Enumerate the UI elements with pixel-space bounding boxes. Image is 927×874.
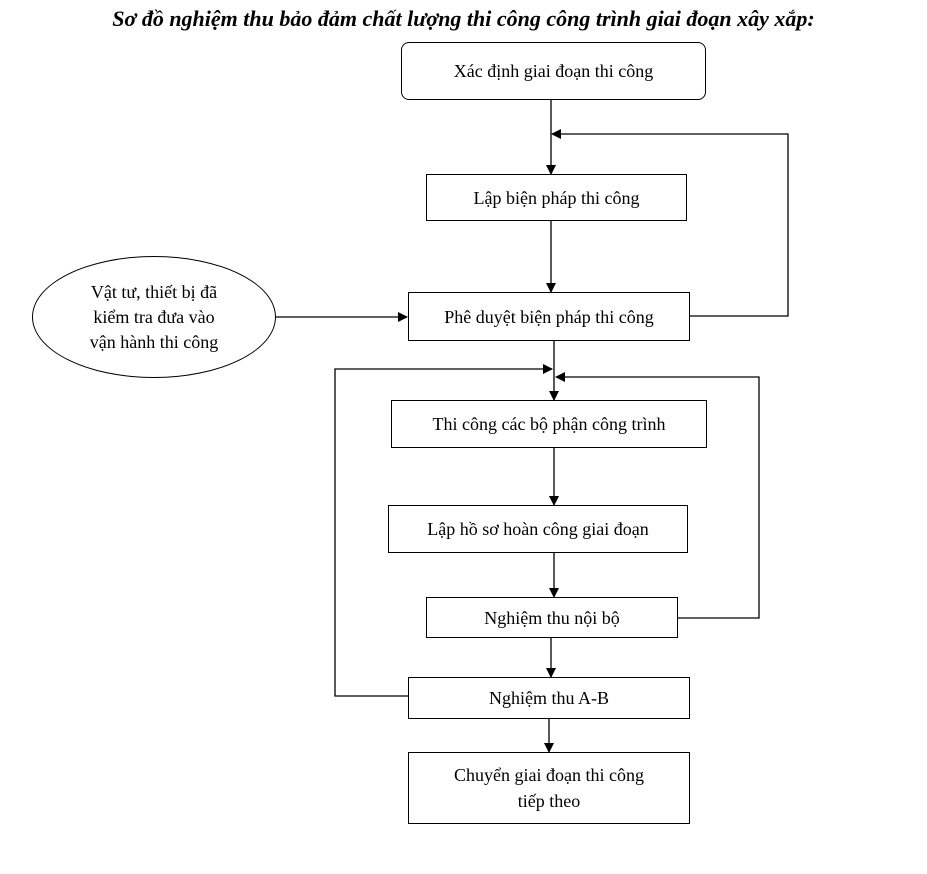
node-define-stage: Xác định giai đoạn thi công xyxy=(401,42,706,100)
node-plan-method: Lập biện pháp thi công xyxy=(426,174,687,221)
node-internal-acceptance: Nghiệm thu nội bộ xyxy=(426,597,678,638)
node-next-stage-label: Chuyển giai đoạn thi công tiếp theo xyxy=(454,765,644,811)
node-materials-ready: Vật tư, thiết bị đã kiểm tra đưa vào vận… xyxy=(32,256,276,378)
node-completion-records-label: Lập hồ sơ hoàn công giai đoạn xyxy=(427,519,649,539)
loop-ab-to-construct xyxy=(334,364,553,697)
node-construct-parts: Thi công các bộ phận công trình xyxy=(391,400,707,448)
node-internal-acceptance-label: Nghiệm thu nội bộ xyxy=(484,607,620,628)
node-ab-acceptance: Nghiệm thu A-B xyxy=(408,677,690,719)
node-completion-records: Lập hồ sơ hoàn công giai đoạn xyxy=(388,505,688,553)
node-approve-method-label: Phê duyệt biện pháp thi công xyxy=(444,306,654,327)
node-plan-method-label: Lập biện pháp thi công xyxy=(473,187,640,208)
loop-approve-to-plan xyxy=(551,129,789,317)
diagram-title: Sơ đồ nghiệm thu bảo đảm chất lượng thi … xyxy=(112,6,815,31)
node-approve-method: Phê duyệt biện pháp thi công xyxy=(408,292,690,341)
node-construct-parts-label: Thi công các bộ phận công trình xyxy=(432,414,666,434)
node-next-stage: Chuyển giai đoạn thi công tiếp theo xyxy=(408,752,690,824)
node-ab-acceptance-label: Nghiệm thu A-B xyxy=(489,688,609,708)
node-materials-ready-label: Vật tư, thiết bị đã kiểm tra đưa vào vận… xyxy=(89,281,219,352)
loop-internal-to-construct xyxy=(555,372,760,619)
node-define-stage-label: Xác định giai đoạn thi công xyxy=(453,61,654,81)
